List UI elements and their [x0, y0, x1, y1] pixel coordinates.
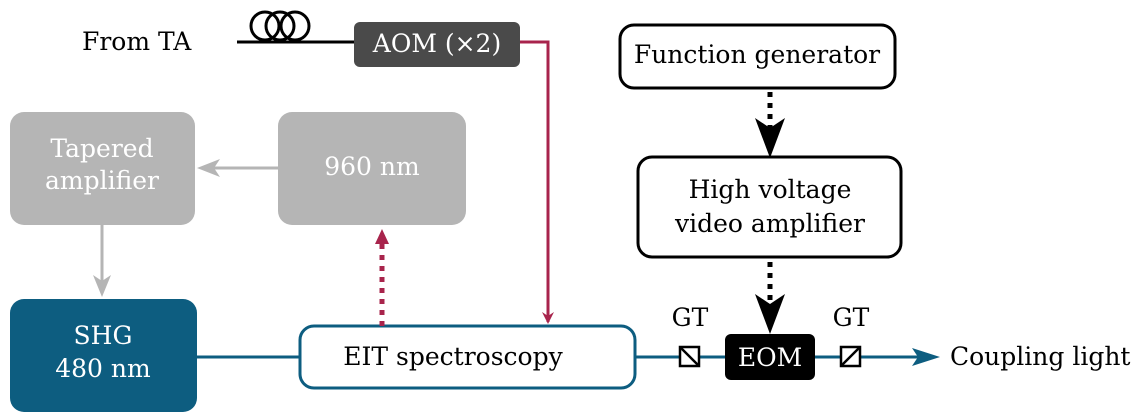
aom-box	[354, 22, 520, 67]
ta-to-shg-arrowhead	[93, 275, 111, 297]
shg-box	[10, 299, 197, 412]
hv-amplifier-box	[636, 155, 903, 259]
tapered-amplifier-box	[10, 112, 195, 225]
eom-label: EOM	[738, 343, 802, 372]
function-generator-box	[618, 23, 897, 90]
laser-to-ta-arrowhead	[197, 159, 220, 177]
fiber-coil-icon	[249, 10, 311, 42]
shg-label-line2: 480 nm	[55, 354, 151, 383]
fg-to-amp-arrowhead	[755, 118, 785, 158]
hv-amplifier-label-line1: High voltage	[689, 175, 852, 204]
glan-taylor-polarizer-icon	[678, 345, 701, 368]
laser-960-box	[278, 112, 466, 225]
amp-to-eom-arrowhead	[755, 294, 785, 334]
coupling-beam-arrowhead	[912, 348, 940, 366]
gt-left-label: GT	[672, 303, 709, 332]
from-ta-label: From TA	[82, 27, 192, 56]
aom-to-eit-beam	[520, 40, 554, 324]
glan-taylor-polarizer-icon	[839, 345, 862, 368]
tapered-amplifier-label-line1: Tapered	[50, 134, 153, 163]
eit-label: EIT spectroscopy	[343, 342, 563, 371]
gt-right-label: GT	[833, 303, 870, 332]
eit-to-laser-arrowhead	[375, 229, 389, 244]
hv-amplifier-label-line2: video amplifier	[674, 209, 865, 238]
function-generator-label: Function generator	[634, 40, 880, 69]
shg-label-line1: SHG	[74, 321, 133, 350]
tapered-amplifier-label-line2: amplifier	[45, 166, 159, 195]
laser-960-label: 960 nm	[324, 152, 420, 181]
eom-box	[725, 334, 815, 380]
aom-label: AOM (×2)	[372, 29, 501, 58]
coupling-light-label: Coupling light	[950, 342, 1130, 371]
